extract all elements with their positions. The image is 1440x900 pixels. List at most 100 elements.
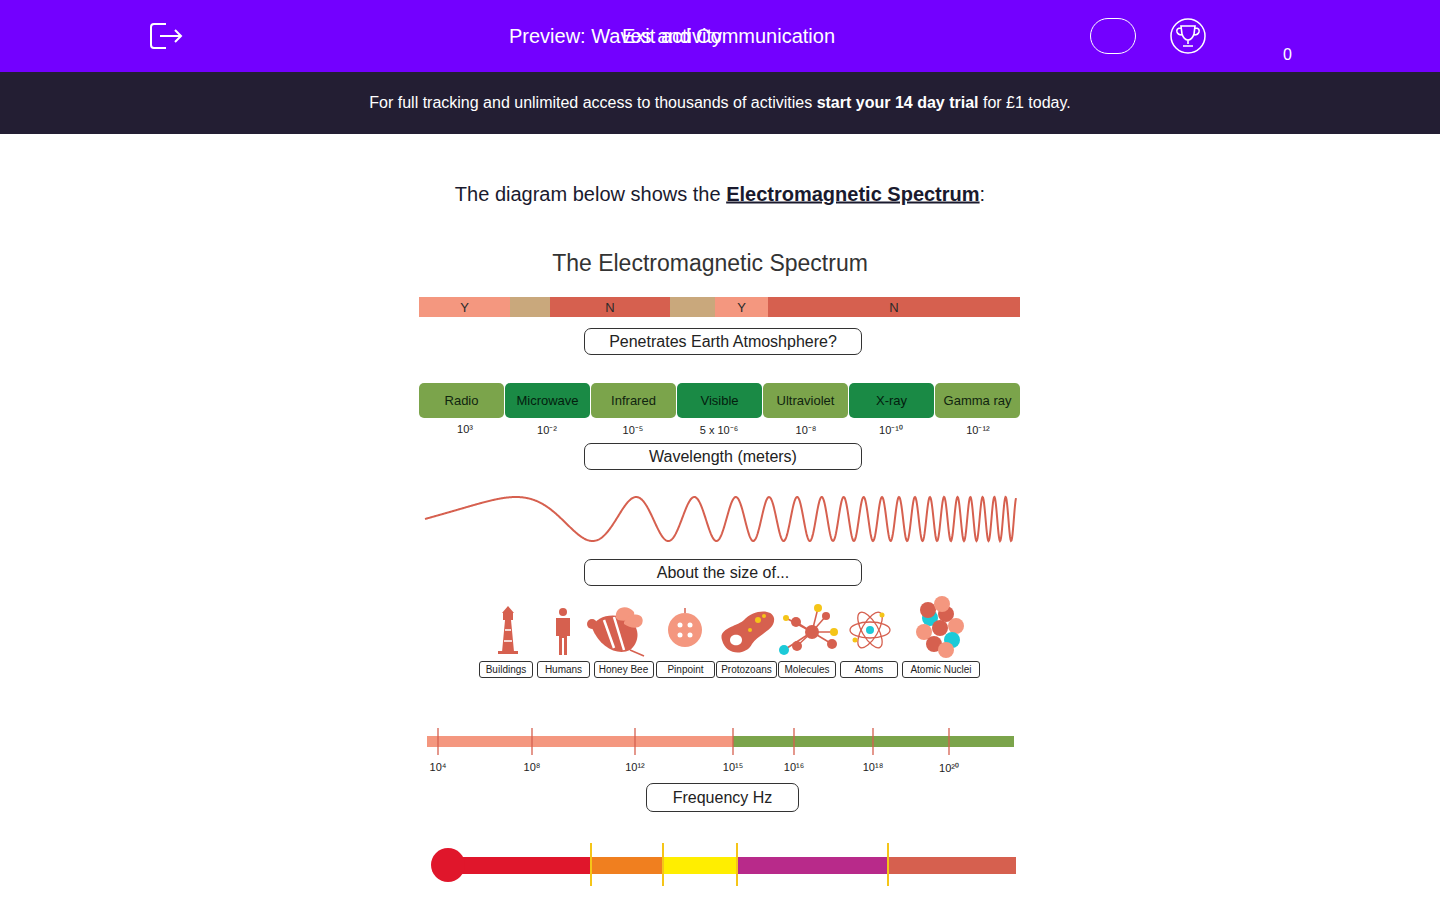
frequency-tick (948, 728, 949, 755)
temperature-tick (590, 843, 592, 886)
label-text: N (605, 300, 614, 315)
wavelength-value: 10³ (457, 423, 473, 435)
heading-box: About the size of... (584, 559, 862, 586)
frequency-value: 10⁸ (524, 761, 541, 773)
wave (425, 497, 1016, 541)
label-text: start your 14 day trial (817, 94, 979, 112)
label-text: Ultraviolet (777, 393, 835, 408)
intro-line: The diagram below shows theElectromagnet… (455, 183, 985, 206)
frequency-value: 10⁴ (430, 761, 447, 773)
frequency-tick (872, 728, 873, 755)
molecule-atom (827, 639, 837, 649)
size-label: Atomic Nuclei (902, 661, 980, 678)
frequency-value: 10¹² (625, 761, 645, 773)
penetration-band: N (550, 297, 670, 317)
button-hole (688, 633, 693, 638)
label-text: Microwave (516, 393, 578, 408)
protozoan-nucleus (730, 635, 742, 646)
label-text: Atoms (855, 664, 883, 675)
pin-line (684, 608, 686, 613)
spectrum-band: Ultraviolet (763, 383, 848, 418)
human-body (556, 618, 570, 655)
intro-text: : (980, 183, 986, 206)
button-icon (668, 613, 702, 647)
trial-banner: For full tracking and unlimited access t… (0, 72, 1440, 134)
size-label: Molecules (778, 661, 836, 678)
label-text: Visible (700, 393, 738, 408)
nucleon (920, 602, 936, 618)
lighthouse-stripe (504, 640, 512, 642)
label-text: Y (737, 300, 746, 315)
protozoan-icon (721, 611, 774, 652)
band-segment (670, 297, 715, 317)
lighthouse-icon (502, 620, 514, 652)
label-text: Y (460, 300, 469, 315)
spectrum-band: Gamma ray (935, 383, 1020, 418)
molecule-atom (791, 617, 801, 627)
exit-arrow (160, 30, 181, 42)
button-hole (678, 623, 683, 628)
molecule-atom (792, 641, 802, 651)
protozoan-dot (762, 614, 766, 618)
molecule-atom (783, 615, 789, 621)
atom-electron (853, 638, 858, 643)
spectrum-band: Infrared (591, 383, 676, 418)
label-text: Protozoans (721, 664, 772, 675)
bee-wing (624, 615, 643, 628)
label-text: Penetrates Earth Atmoshphere? (609, 333, 837, 351)
frequency-tick (531, 728, 532, 755)
bee-sting (630, 650, 644, 656)
wavelength-value: 10⁻¹² (966, 422, 990, 437)
frequency-bar (427, 736, 733, 747)
trophy-circle (1171, 19, 1205, 53)
label-text: N (889, 300, 898, 315)
temperature-bar (888, 857, 1016, 874)
label-text: About the size of... (657, 564, 790, 582)
label-text: for £1 today. (983, 94, 1071, 112)
wavelength-value: 10⁻¹⁰ (879, 422, 903, 437)
molecule-atom (779, 645, 789, 655)
label-text: Radio (445, 393, 479, 408)
label-text: Wavelength (meters) (649, 448, 797, 466)
label-text: Humans (545, 664, 582, 675)
frequency-tick (634, 728, 635, 755)
protozoan-dot (755, 617, 761, 623)
molecule-atom (805, 625, 819, 639)
button-hole (678, 633, 683, 638)
temperature-tick (887, 843, 889, 886)
lighthouse-base (498, 651, 518, 654)
atom-orbit (853, 609, 887, 652)
button-hole (688, 623, 693, 628)
label-text: Honey Bee (599, 664, 648, 675)
temperature-bar (737, 857, 888, 874)
wavelength-value: 10⁻⁵ (623, 422, 644, 437)
temperature-bulb (431, 848, 465, 882)
size-label: Humans (537, 661, 590, 678)
penetration-band: Y (715, 297, 768, 317)
spectrum-band: Microwave (505, 383, 590, 418)
wavelength-value: 5 x 10⁻⁶ (700, 422, 739, 437)
label-text: Preview: Waves and Communication (509, 25, 835, 48)
size-icons (498, 596, 964, 658)
trophy-icon (1177, 26, 1199, 46)
penetration-band: N (768, 297, 1020, 317)
glossary-link: Electromagnetic Spectrum (726, 183, 979, 206)
size-label: Atoms (840, 661, 898, 678)
temperature-tick (736, 843, 738, 886)
frequency-tick (793, 728, 794, 755)
frequency-value: 10²⁰ (939, 760, 959, 775)
molecule-atom (814, 604, 822, 612)
human-head (559, 608, 567, 616)
label-text: Gamma ray (944, 393, 1012, 408)
nucleon (938, 642, 954, 658)
temperature-tick (662, 843, 664, 886)
frequency-value: 10¹⁶ (784, 761, 804, 773)
score-pill: 0 (1090, 18, 1136, 54)
label-text: For full tracking and unlimited access t… (369, 94, 812, 112)
nucleon (932, 620, 948, 636)
frequency-value: 10¹⁵ (723, 761, 743, 773)
intro-text: The diagram below shows the (455, 183, 721, 206)
bee-stripe (614, 617, 624, 650)
label-text: X-ray (876, 393, 907, 408)
